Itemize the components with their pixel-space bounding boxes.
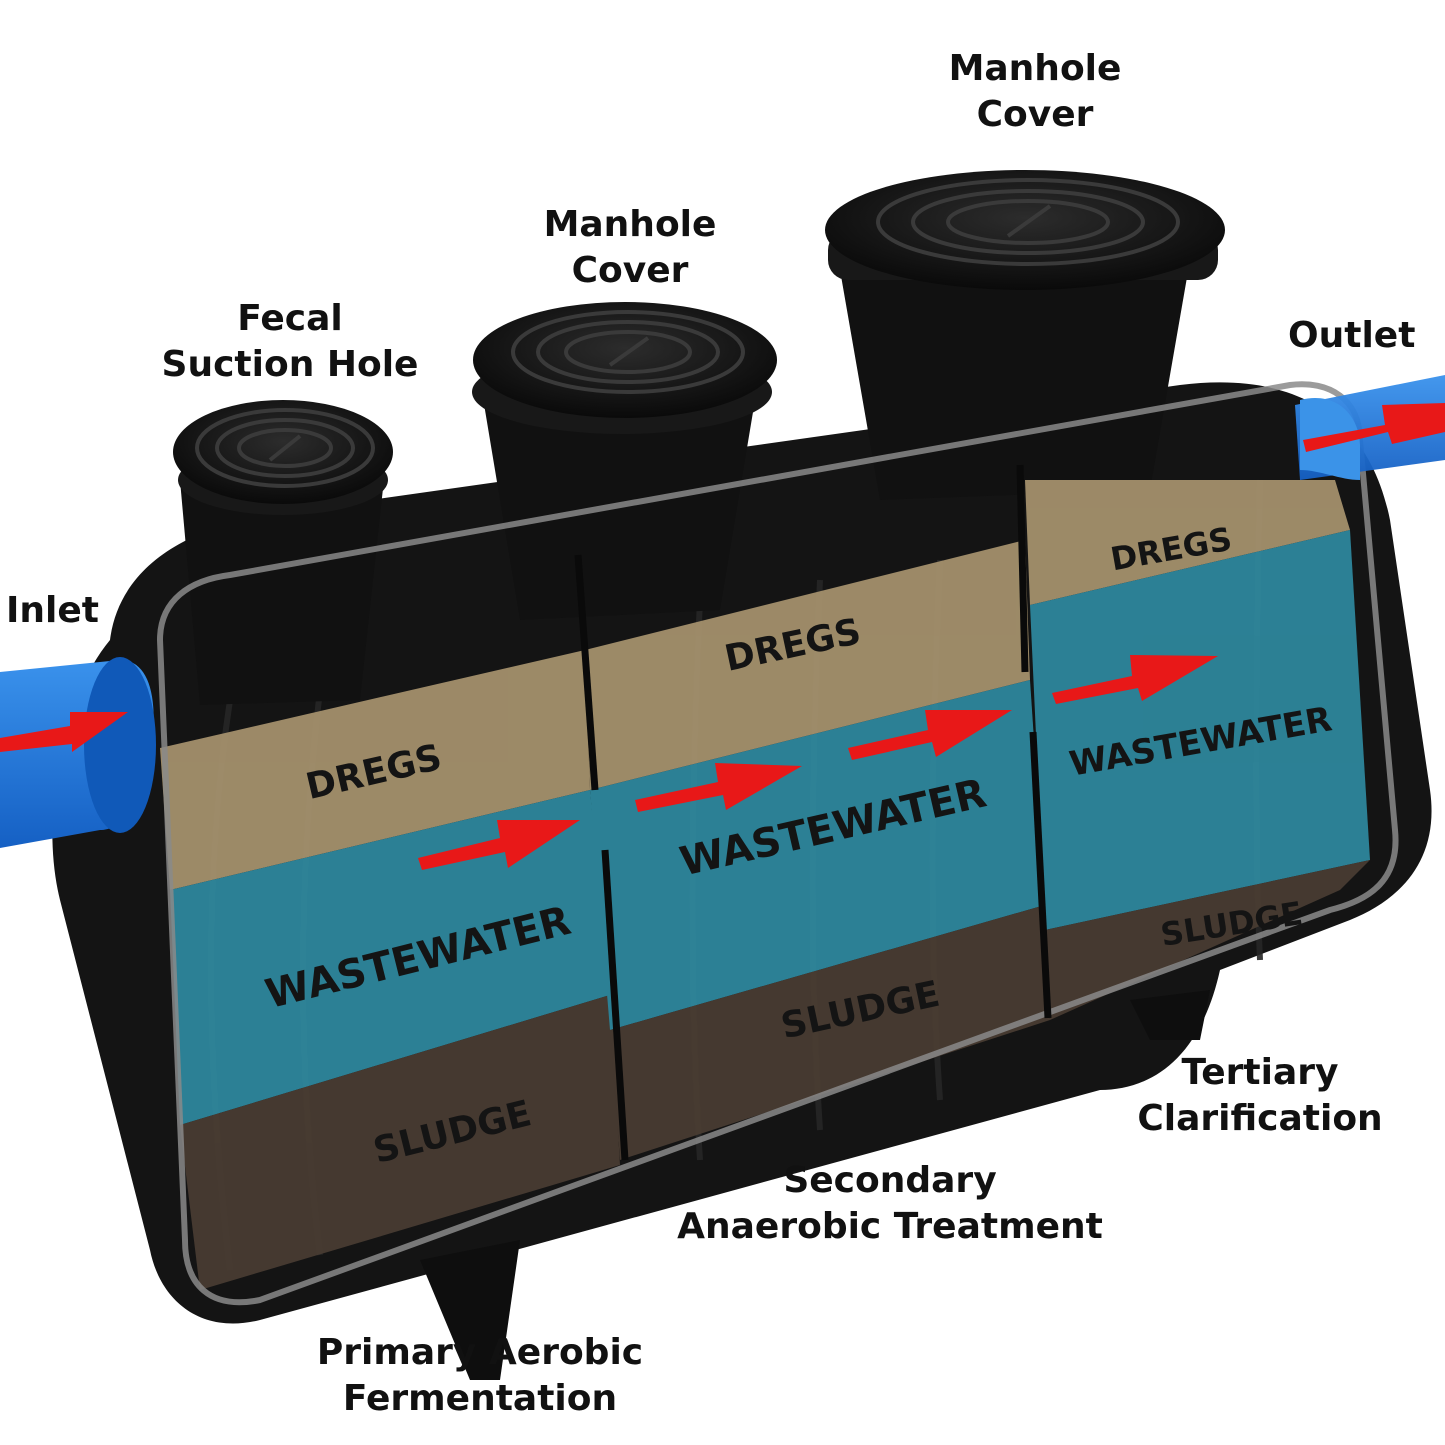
flow-arrow-icon <box>635 763 802 812</box>
inlet-label: Inlet <box>6 590 99 631</box>
riser-manhole-right <box>825 170 1225 500</box>
riser-manhole-left <box>472 302 777 620</box>
chamber-2-sludge <box>610 905 1050 1160</box>
flow-arrows <box>0 403 1445 870</box>
chamber-3-dregs <box>1025 480 1350 605</box>
stage-secondary-label: Secondary Anaerobic Treatment <box>677 1160 1103 1247</box>
outlet-label: Outlet <box>1288 315 1416 356</box>
manhole-cover-left-label: Manhole Cover <box>543 204 717 291</box>
flow-arrow-icon <box>0 712 128 752</box>
chamber-3-wastewater <box>1030 530 1370 930</box>
chamber-1-sludge <box>180 995 620 1290</box>
fecal-suction-hole-label: Fecal Suction Hole <box>161 298 419 385</box>
flow-arrow-icon <box>1052 655 1218 704</box>
manhole-cover-right-label: Manhole Cover <box>948 48 1122 135</box>
manhole-lid-right-icon <box>825 170 1225 290</box>
manhole-lid-left-icon <box>473 302 777 418</box>
stage-primary-label: Primary Aerobic Fermentation <box>316 1332 644 1419</box>
cross-section <box>160 480 1370 1290</box>
flow-arrow-icon <box>848 710 1012 760</box>
flow-arrow-icon <box>418 820 580 870</box>
chamber-2-wastewater <box>590 680 1045 1030</box>
chamber-3-sludge <box>1045 860 1370 1020</box>
cross-section-outline <box>156 381 1399 1306</box>
riser-fecal-suction <box>173 400 393 705</box>
flow-arrow-icon <box>1303 403 1445 452</box>
stage-tertiary-label: Tertiary Clarification <box>1137 1052 1383 1139</box>
chamber-1-wastewater <box>170 790 610 1125</box>
chamber-1-dregs <box>160 650 590 890</box>
inlet-pipe <box>0 657 156 848</box>
baffles <box>574 464 1052 1161</box>
chamber-2-dregs <box>585 540 1030 790</box>
